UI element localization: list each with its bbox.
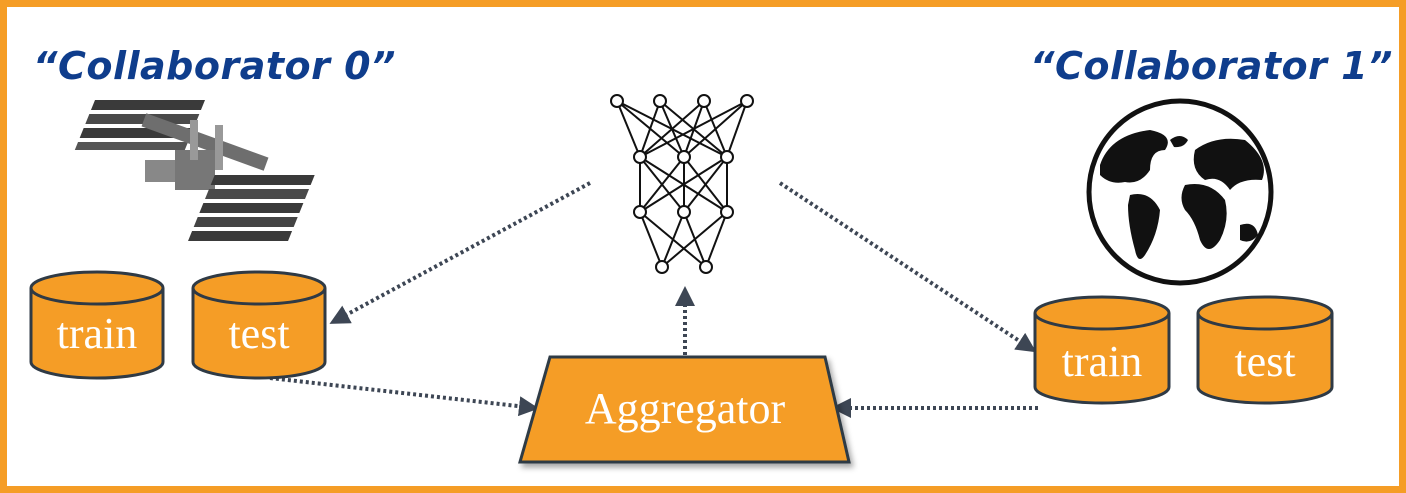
network-edge xyxy=(639,156,685,213)
model-to-collaborator-1-arrow xyxy=(778,181,1037,353)
network-edge xyxy=(705,211,728,268)
collaborator-0-test-dataset: test xyxy=(191,270,327,380)
network-node xyxy=(655,260,669,274)
dataset-label: test xyxy=(1234,337,1295,386)
network-edge xyxy=(616,100,641,158)
network-edge xyxy=(639,100,661,158)
network-node xyxy=(677,205,691,219)
network-node xyxy=(610,94,624,108)
globe-icon xyxy=(1086,98,1274,286)
network-edge xyxy=(639,100,705,158)
network-node xyxy=(677,150,691,164)
network-edge xyxy=(639,100,748,158)
collaborator-0-train-dataset: train xyxy=(29,270,165,380)
network-node xyxy=(633,150,647,164)
network-node xyxy=(653,94,667,108)
network-edge xyxy=(683,100,748,158)
collaborator-1-test-dataset: test xyxy=(1196,295,1334,405)
network-edge xyxy=(661,211,728,268)
dataset-label: train xyxy=(57,309,138,358)
collaborator-1-train-dataset: train xyxy=(1033,295,1171,405)
network-edge xyxy=(661,211,685,268)
collaborator-0-title: “Collaborator 0” xyxy=(33,44,397,88)
network-edge xyxy=(639,156,728,213)
network-edge xyxy=(726,100,748,158)
network-node xyxy=(720,150,734,164)
network-node xyxy=(720,205,734,219)
dataset-label: test xyxy=(228,309,289,358)
network-node xyxy=(740,94,754,108)
test-to-aggregator-arrow xyxy=(269,376,539,417)
network-node xyxy=(697,94,711,108)
aggregator-node: Aggregator xyxy=(518,355,851,464)
network-edge xyxy=(683,156,728,213)
network-edge xyxy=(639,211,663,268)
aggregator-label: Aggregator xyxy=(585,384,786,433)
network-node xyxy=(633,205,647,219)
space-station-icon xyxy=(74,100,315,241)
collaborator-1-title: “Collaborator 1” xyxy=(1030,44,1394,88)
dataset-label: train xyxy=(1062,337,1143,386)
model-to-collaborator-0-arrow xyxy=(329,181,591,324)
network-node xyxy=(699,260,713,274)
neural-network-icon xyxy=(610,94,754,274)
